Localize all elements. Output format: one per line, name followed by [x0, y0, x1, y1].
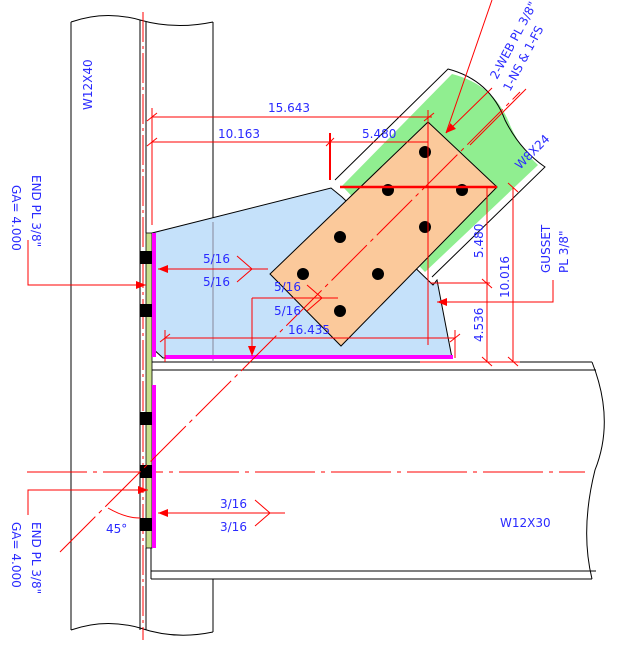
weld-size: 3/16: [220, 520, 247, 534]
bolt: [334, 231, 346, 243]
dim-10-163: 10.163: [218, 127, 260, 141]
bolt: [297, 268, 309, 280]
end-plate-label-top: END PL 3/8": [29, 175, 43, 247]
weld-size: 5/16: [203, 275, 230, 289]
end-plate-label-bottom: END PL 3/8": [29, 522, 43, 594]
gusset-label: GUSSET: [539, 224, 553, 273]
angle-label: 45°: [106, 522, 127, 536]
gusset-thickness: PL 3/8": [557, 230, 571, 273]
dimension-lines: [27, 0, 554, 553]
bolt: [419, 146, 431, 158]
dim-4-536: 4.536: [472, 308, 486, 342]
column-label: W12X40: [81, 59, 95, 110]
dim-15-643: 15.643: [268, 101, 310, 115]
bolt: [419, 221, 431, 233]
weld-size: 5/16: [274, 280, 301, 294]
brace-outline: [334, 68, 546, 278]
dim-10-016: 10.016: [498, 256, 512, 298]
bolt: [334, 305, 346, 317]
splice-plate: [269, 121, 498, 347]
weld-size: 3/16: [220, 497, 247, 511]
weld-gusset-bottom: [165, 355, 453, 359]
weld-size: 5/16: [203, 252, 230, 266]
end-plate-ga-bottom: GA= 4.000: [9, 522, 23, 588]
beam-label: W12X30: [500, 516, 551, 530]
weld-gusset: [152, 233, 156, 357]
dim-5-480-v: 5.480: [472, 224, 486, 258]
weld-beam-end: [152, 385, 156, 548]
dim-16-435: 16.435: [288, 323, 330, 337]
weld-size: 5/16: [274, 304, 301, 318]
end-plate-bolts: [140, 251, 152, 531]
beam: [150, 361, 605, 580]
bolt: [372, 268, 384, 280]
end-plate-gusset: [145, 232, 153, 549]
dim-5-480-h: 5.480: [362, 127, 396, 141]
end-plate-ga-top: GA= 4.000: [9, 185, 23, 251]
